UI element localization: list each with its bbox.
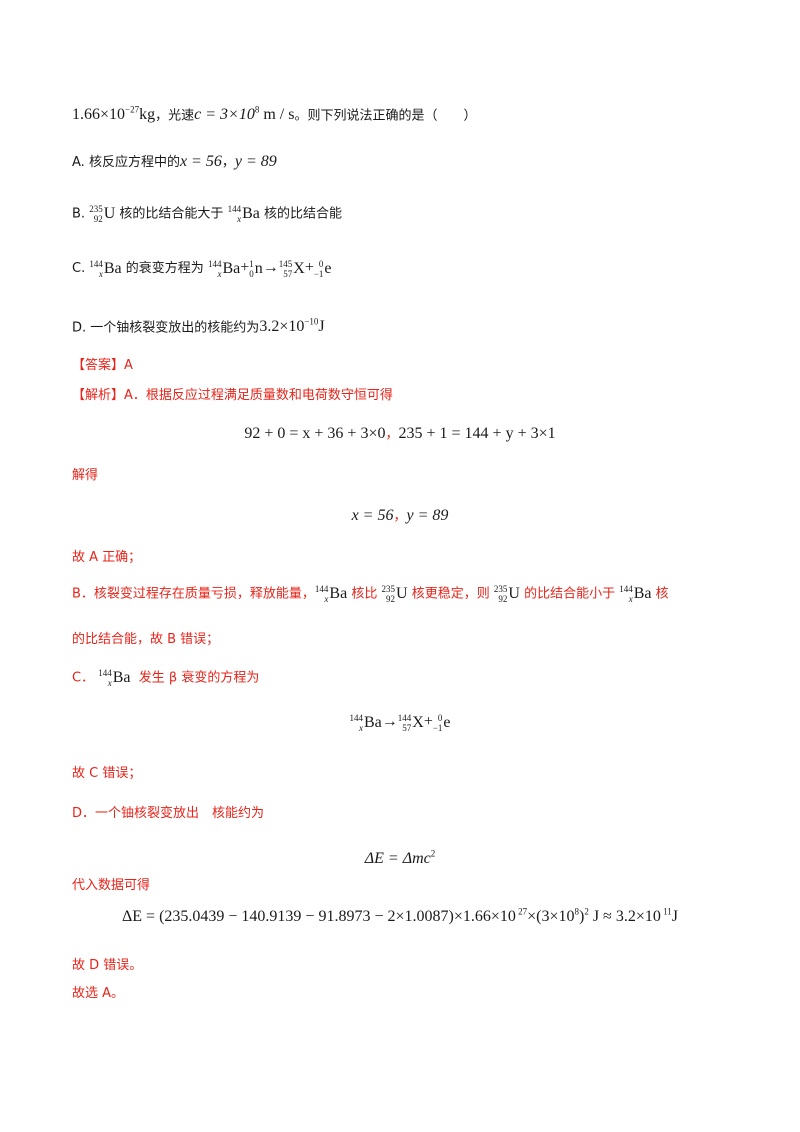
option-a: A. 核反应方程中的x = 56，y = 89 xyxy=(72,153,277,170)
mass-unit-value: 1.66×10−27kg xyxy=(72,105,156,124)
final-answer: 故选 A。 xyxy=(72,986,125,1001)
conservation-equations: 92 + 0 = x + 36 + 3×0，235 + 1 = 144 + y … xyxy=(244,425,556,442)
substitute-label: 代入数据可得 xyxy=(72,878,151,893)
energy-calculation: ΔE = (235.0439 − 140.9139 − 91.8973 − 2×… xyxy=(121,907,679,926)
analysis-b-cont: 的比结合能，故 B 错误； xyxy=(72,632,220,647)
conclusion-d: 故 D 错误。 xyxy=(72,958,143,973)
solve-label: 解得 xyxy=(72,468,99,483)
question-intro: 1.66×10−27kg，光速c = 3×108 m / s。则下列说法正确的是… xyxy=(72,105,477,124)
energy-mass-equation: ΔE = Δmc2 xyxy=(364,849,436,868)
conclusion-c: 故 C 错误； xyxy=(72,766,142,781)
conclusion-a: 故 A 正确； xyxy=(72,550,142,565)
solution-equations: x = 56，y = 89 xyxy=(351,507,449,524)
option-d: D. 一个铀核裂变放出的核能约为3.2×10−10J xyxy=(72,317,325,336)
analysis-d: D．一个铀核裂变放出 核能约为 xyxy=(72,806,265,821)
light-speed: c = 3×108 m / s xyxy=(194,105,295,124)
answer-line: 【答案】A xyxy=(72,358,133,373)
analysis-a: 【解析】A．根据反应过程满足质量数和电荷数守恒可得 xyxy=(72,388,393,403)
